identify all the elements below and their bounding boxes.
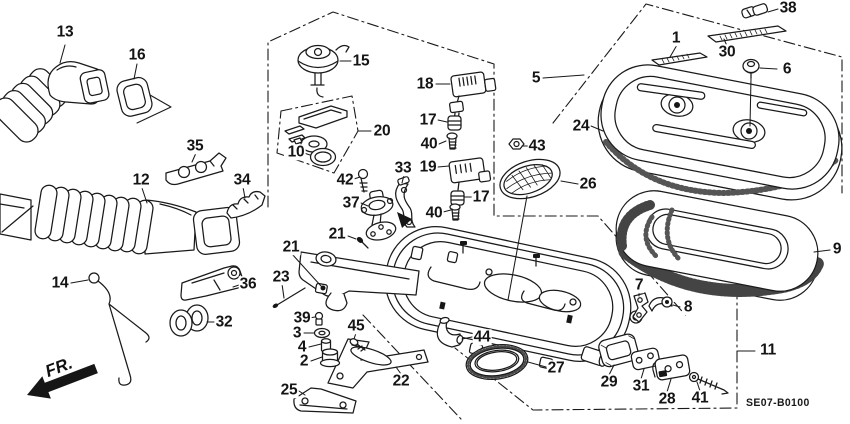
part-31-spacer <box>630 347 661 371</box>
part-38-clip <box>741 3 769 19</box>
part-14-support-wire <box>88 272 150 386</box>
part-17-mount-rubber-a <box>447 115 462 131</box>
part-callout-5[interactable]: 5 <box>530 69 542 87</box>
part-26-resonator <box>499 158 561 200</box>
part-18-sensor <box>448 71 497 123</box>
part-callout-40[interactable]: 40 <box>419 135 439 153</box>
part-39-bolt <box>314 311 324 326</box>
part-13-air-intake-elbow <box>0 61 110 143</box>
part-callout-39[interactable]: 39 <box>292 309 312 327</box>
part-23-bolt <box>272 287 306 309</box>
part-callout-21[interactable]: 21 <box>327 225 347 243</box>
part-callout-42[interactable]: 42 <box>335 171 355 189</box>
part-callout-13[interactable]: 13 <box>55 23 75 41</box>
diagram-code: SE07-B0100 <box>746 397 810 409</box>
part-2-rubber-mount <box>319 348 341 368</box>
part-16-seal <box>116 76 153 117</box>
part-15-vacuum-valve <box>297 44 350 98</box>
part-19-sensor <box>448 157 492 191</box>
part-callout-33[interactable]: 33 <box>393 159 413 177</box>
part-43-nut <box>508 138 525 150</box>
part-callout-31[interactable]: 31 <box>631 377 651 395</box>
part-callout-23[interactable]: 23 <box>271 268 291 286</box>
fr-direction-arrow: FR. <box>27 353 98 399</box>
part-37-check-valve <box>360 189 394 226</box>
part-callout-2[interactable]: 2 <box>298 352 310 370</box>
part-callout-25[interactable]: 25 <box>279 381 299 399</box>
part-9-air-filter-element <box>615 190 825 301</box>
part-22-bracket <box>327 338 429 389</box>
part-32-clamp <box>169 304 209 337</box>
part-callout-27[interactable]: 27 <box>546 359 566 377</box>
part-40-bolt-a <box>446 132 458 150</box>
part-callout-3[interactable]: 3 <box>291 324 303 342</box>
part-28-mount-block <box>652 354 691 381</box>
part-6-cover-bolt <box>742 58 760 79</box>
part-callout-7[interactable]: 7 <box>633 276 645 294</box>
part-callout-10[interactable]: 10 <box>286 143 306 161</box>
part-callout-36[interactable]: 36 <box>238 275 258 293</box>
part-17-mount-rubber-b <box>450 190 465 206</box>
part-callout-6[interactable]: 6 <box>781 60 793 78</box>
part-callout-14[interactable]: 14 <box>50 274 70 292</box>
part-callout-32[interactable]: 32 <box>214 313 234 331</box>
part-callout-40[interactable]: 40 <box>424 204 444 222</box>
part-callout-30[interactable]: 30 <box>717 43 737 61</box>
part-callout-11[interactable]: 11 <box>759 341 777 359</box>
part-12-air-duct <box>0 184 241 255</box>
part-callout-22[interactable]: 22 <box>391 372 411 390</box>
part-callout-9[interactable]: 9 <box>831 240 843 258</box>
part-callout-21[interactable]: 21 <box>281 238 301 256</box>
part-callout-16[interactable]: 16 <box>127 46 147 64</box>
part-callout-38[interactable]: 38 <box>778 0 798 17</box>
part-33-bracket <box>395 176 416 228</box>
part-3-washer <box>313 327 331 339</box>
part-1-caution-label <box>651 52 708 66</box>
part-7-bracket <box>632 292 649 323</box>
part-callout-43[interactable]: 43 <box>527 137 547 155</box>
part-5-air-cleaner-cover <box>597 64 843 201</box>
part-callout-34[interactable]: 34 <box>232 171 252 189</box>
part-callout-4[interactable]: 4 <box>296 338 308 356</box>
part-base-arm <box>298 251 420 312</box>
part-10-gasket <box>309 147 337 167</box>
part-41-screw <box>688 371 729 395</box>
part-callout-29[interactable]: 29 <box>599 373 619 391</box>
part-callout-12[interactable]: 12 <box>131 171 151 189</box>
part-34-clamp <box>226 190 266 219</box>
part-callout-17[interactable]: 17 <box>418 111 438 129</box>
part-25-stay-plate <box>293 387 357 414</box>
part-44-breather-tube <box>436 316 464 348</box>
part-42-bolt <box>357 168 369 193</box>
leader-lines <box>59 8 831 396</box>
part-callout-18[interactable]: 18 <box>415 75 435 93</box>
part-callout-24[interactable]: 24 <box>571 117 591 135</box>
part-27-seal-ring <box>465 343 529 381</box>
part-callout-20[interactable]: 20 <box>372 122 392 140</box>
part-callout-19[interactable]: 19 <box>418 158 438 176</box>
part-callout-26[interactable]: 26 <box>578 175 598 193</box>
part-callout-44[interactable]: 44 <box>472 328 492 346</box>
part-callout-41[interactable]: 41 <box>690 389 710 407</box>
part-35-clamp <box>165 152 227 186</box>
part-45-bolt <box>349 338 366 352</box>
part-callout-1[interactable]: 1 <box>670 29 682 47</box>
part-callout-37[interactable]: 37 <box>341 194 361 212</box>
part-callout-8[interactable]: 8 <box>682 298 694 316</box>
part-callout-28[interactable]: 28 <box>657 390 677 408</box>
pan-inlet-flange <box>365 212 412 241</box>
part-8-hook-bracket <box>648 296 673 312</box>
part-callout-35[interactable]: 35 <box>185 137 205 155</box>
part-callout-17[interactable]: 17 <box>471 188 491 206</box>
part-40-bolt-b <box>449 203 461 221</box>
part-20-gasket-kit <box>284 105 348 153</box>
part-36-clamp-bracket <box>180 265 244 301</box>
part-21-bolt-a <box>356 237 369 249</box>
part-callout-45[interactable]: 45 <box>346 317 366 335</box>
part-29-grommet <box>598 333 640 368</box>
part-callout-15[interactable]: 15 <box>351 52 371 70</box>
part-30-info-label <box>707 25 787 43</box>
